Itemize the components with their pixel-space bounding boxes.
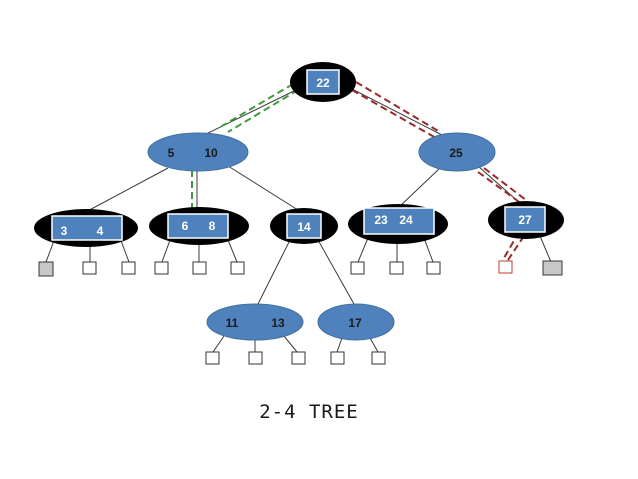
edge-root-left [199,87,301,138]
leaf-node [371,351,386,365]
leaf-edge [357,237,369,263]
leaf-nodes [38,260,563,365]
edge-14-to-11-13 [255,239,291,309]
key-8: 8 [209,219,216,233]
key-10: 10 [204,146,218,160]
key-13: 13 [271,316,285,330]
tree-edges [45,87,552,353]
leaf-node [192,261,207,275]
edge-5-10-to-3-4 [81,167,169,215]
node-3-4: 3 4 [34,209,138,247]
leaf-node-highlighted [498,260,513,274]
key-17: 17 [348,316,362,330]
key-11: 11 [226,316,239,330]
leaf-edge [336,337,343,353]
leaf-node [38,261,54,277]
leaf-edge [212,335,225,353]
leaf-node [291,351,306,365]
leaf-node [205,351,220,365]
node-11-13: 11 13 [206,303,304,341]
key-3: 3 [61,224,68,238]
node-27: 27 [488,201,564,239]
key-25: 25 [449,146,463,160]
key-root: 22 [316,76,330,90]
leaf-edge [227,239,238,263]
edge-14-to-17 [317,239,355,305]
node-root: 22 [290,62,356,102]
leaf-node [330,351,345,365]
key-5: 5 [168,146,175,160]
leaf-edge [423,237,434,263]
key-23: 23 [374,213,388,227]
leaf-node [248,351,263,365]
node-25: 25 [418,132,496,172]
leaf-node [426,261,441,275]
edge-5-10-to-14 [227,165,299,211]
diagram-caption: 2-4 TREE [259,401,359,423]
leaf-edge [283,335,298,353]
node-17: 17 [317,303,395,341]
node-14: 14 [270,208,338,244]
leaf-edge [119,237,130,263]
search-path-left [191,83,299,212]
leaf-edge [161,239,171,263]
leaf-edge [369,337,379,353]
leaf-node [350,261,365,275]
node-5-10: 5 10 [147,132,249,172]
leaf-node [542,260,563,276]
key-6: 6 [182,219,189,233]
key-14: 14 [297,220,311,234]
edge-25-to-23-24 [397,167,441,209]
leaf-edge [539,235,552,263]
leaf-node [82,261,97,275]
key-24: 24 [399,213,413,227]
node-23-24: 23 24 [348,204,448,244]
key-4: 4 [97,224,104,238]
key-27: 27 [518,213,532,227]
node-6-8: 6 8 [149,207,249,245]
leaf-node [154,261,169,275]
leaf-node [389,261,404,275]
edge-root-right [349,87,447,138]
leaf-node [230,261,245,275]
leaf-node [121,261,136,275]
